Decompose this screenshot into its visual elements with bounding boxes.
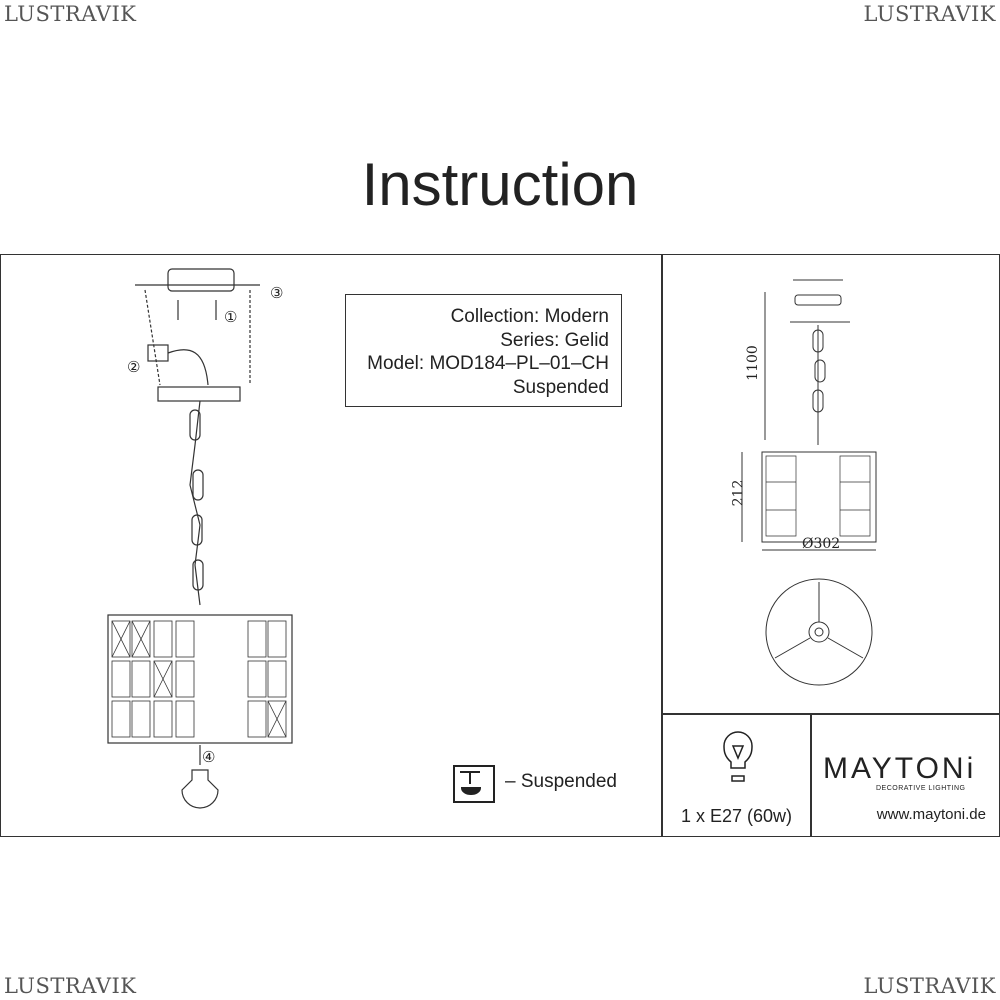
brand-tagline: DECORATIVE LIGHTING [876,785,966,792]
shade-height-dimension: 212 [730,479,747,507]
step-2: ② [127,359,141,376]
divider [661,713,1000,715]
divider [661,254,663,836]
step-3: ③ [270,285,284,302]
mount-type: Suspended [512,376,609,398]
suspended-icon [453,765,495,803]
series: Series: Gelid [500,329,609,351]
step-1: ① [224,309,238,326]
brand-logo: MAYTONi [823,752,977,785]
watermark: LUSTRAVIK [863,2,996,26]
dimension-drawing [741,279,877,686]
assembly-drawing [107,268,293,809]
watermark: LUSTRAVIK [863,974,996,998]
bulb-spec: 1 x E27 (60w) [680,806,793,826]
model: Model: MOD184–PL–01–CH [367,353,609,374]
divider [810,713,812,836]
collection: Collection: Modern [450,306,609,327]
suspended-label: – Suspended [505,771,617,792]
product-info-box: Collection: Modern Series: Gelid Model: … [345,294,622,407]
bulb-icon [723,731,753,782]
height-dimension: 1100 [744,345,761,381]
watermark: LUSTRAVIK [4,2,137,26]
brand-url: www.maytoni.de [876,806,986,823]
diameter-dimension: Ø302 [802,536,841,552]
watermark: LUSTRAVIK [4,974,137,998]
page-title: Instruction [361,151,639,218]
step-4: ④ [202,749,216,766]
